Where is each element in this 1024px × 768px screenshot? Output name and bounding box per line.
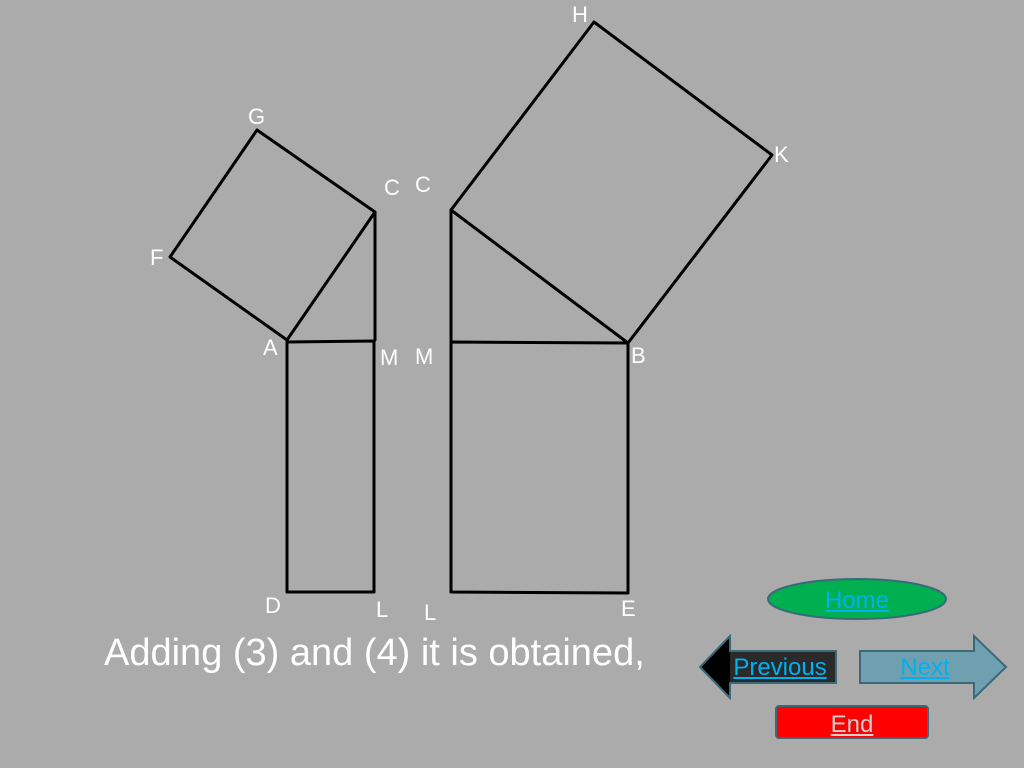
label-h: H bbox=[572, 2, 588, 27]
label-a: A bbox=[263, 335, 278, 360]
square-acgf bbox=[168, 128, 377, 342]
next-button-label: Next bbox=[900, 654, 950, 681]
label-m-left: M bbox=[380, 345, 398, 370]
label-e: E bbox=[621, 596, 636, 621]
label-m-right: M bbox=[415, 344, 433, 369]
label-l-right: L bbox=[424, 600, 436, 625]
label-k: K bbox=[774, 142, 789, 167]
label-b: B bbox=[631, 343, 646, 368]
next-button[interactable]: Next bbox=[858, 634, 1008, 700]
label-l-left: L bbox=[376, 597, 388, 622]
home-button-label: Home bbox=[824, 587, 890, 614]
label-c-right: C bbox=[415, 172, 431, 197]
home-button-shape bbox=[767, 578, 947, 620]
rectangle-admL-left bbox=[285, 339, 376, 594]
label-c-left: C bbox=[384, 175, 400, 200]
rectangle-mbel-right bbox=[449, 340, 630, 595]
label-f: F bbox=[150, 245, 163, 270]
square-cbkh bbox=[449, 20, 774, 345]
next-arrow-icon bbox=[859, 634, 1008, 700]
label-d: D bbox=[265, 593, 281, 618]
home-button[interactable]: Home bbox=[766, 577, 948, 621]
previous-arrow-icon bbox=[698, 634, 837, 700]
previous-button[interactable]: Previous bbox=[698, 634, 838, 700]
end-button[interactable]: End bbox=[775, 705, 929, 739]
caption-text: Adding (3) and (4) it is obtained, bbox=[104, 632, 645, 674]
end-button-label: End bbox=[830, 711, 874, 738]
label-g: G bbox=[248, 104, 265, 129]
previous-button-label: Previous bbox=[733, 654, 827, 681]
